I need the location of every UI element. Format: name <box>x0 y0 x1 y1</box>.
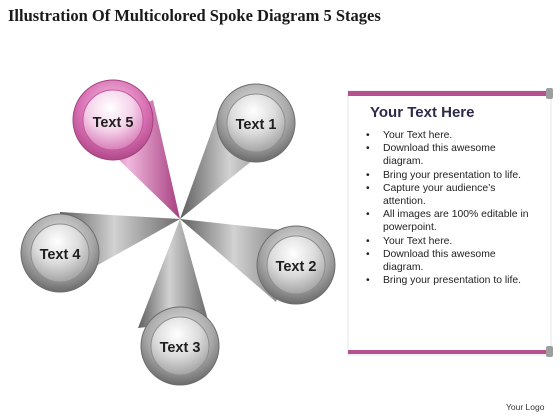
stage-node-text-5: Text 5 <box>72 79 154 161</box>
page-title: Illustration Of Multicolored Spoke Diagr… <box>8 6 381 25</box>
stage-node-text-2: Text 2 <box>256 225 336 305</box>
stage-label-text-3: Text 3 <box>160 340 201 356</box>
bullet-item: Download this awesome diagram. <box>362 248 532 274</box>
bullet-list: Your Text here. Download this awesome di… <box>362 129 532 288</box>
stage-node-text-4: Text 4 <box>20 213 100 293</box>
bullet-item: Bring your presentation to life. <box>362 274 532 287</box>
stage-label-text-1: Text 1 <box>236 117 277 133</box>
bullet-item: All images are 100% editable in powerpoi… <box>362 208 532 234</box>
spoke-cone-text-3 <box>138 219 208 328</box>
stage-label-text-2: Text 2 <box>276 259 317 275</box>
footer-logo: Your Logo <box>506 402 545 412</box>
bullet-item: Capture your audience’s attention. <box>362 182 532 208</box>
bullet-item: Download this awesome diagram. <box>362 142 532 168</box>
stage-label-text-4: Text 4 <box>40 247 81 263</box>
stage-node-text-3: Text 3 <box>140 306 220 386</box>
stage-node-text-1: Text 1 <box>216 83 296 163</box>
panel-heading: Your Text Here <box>370 104 475 121</box>
stage-label-text-5: Text 5 <box>93 115 134 131</box>
bullet-item: Your Text here. <box>362 235 532 248</box>
bullet-item: Bring your presentation to life. <box>362 169 532 182</box>
bullet-item: Your Text here. <box>362 129 532 142</box>
